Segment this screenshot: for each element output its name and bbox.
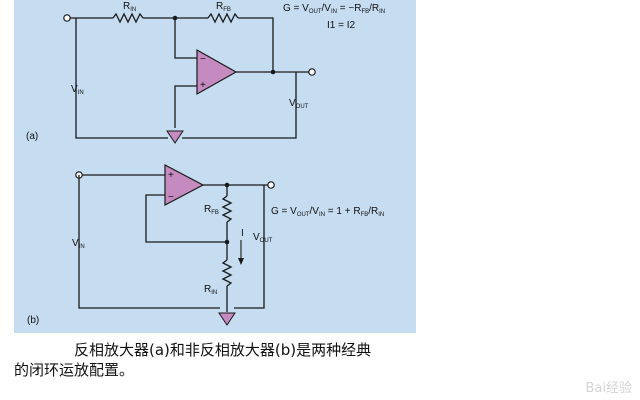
- panel-label-a: (a): [26, 131, 38, 142]
- diagram-panel: [14, 0, 416, 333]
- caption-line-1: 反相放大器(a)和非反相放大器(b)是两种经典: [74, 341, 372, 359]
- label-vout-b: VOUT: [253, 232, 273, 244]
- circuit-a: − + RIN RFB VIN VOUT (a) G = VOUT/VIN = …: [26, 1, 385, 144]
- caption-line-2: 的闭环运放配置。: [14, 361, 135, 379]
- ground-b: [218, 312, 236, 326]
- opamp-b: [164, 164, 205, 206]
- label-rin-b: RIN: [204, 284, 217, 296]
- watermark: Bai经验: [585, 381, 633, 396]
- label-vout-a: VOUT: [289, 98, 309, 110]
- opamp-b-plus: +: [168, 170, 174, 181]
- input-terminal-a: [63, 14, 71, 22]
- ground-a: [166, 130, 184, 144]
- label-rfb-b: RFB: [204, 204, 219, 216]
- label-current-b: I: [241, 228, 244, 239]
- opamp-b-minus: −: [168, 192, 174, 203]
- output-junction-a: [270, 69, 276, 75]
- opamp-a-minus: −: [200, 54, 206, 65]
- output-terminal-a: [308, 68, 316, 76]
- resistor-rin-b: [221, 259, 233, 287]
- resistor-rin-a: [112, 12, 144, 24]
- label-vin-b: VIN: [72, 238, 85, 250]
- opamp-a: [196, 48, 238, 96]
- current-arrow-b: [238, 258, 244, 265]
- label-rfb-a: RFB: [216, 1, 231, 13]
- gain-equation-b: G = VOUT/VIN = 1 + RFB/RIN: [271, 206, 384, 218]
- label-rin-a: RIN: [123, 1, 136, 13]
- output-terminal-b: [267, 181, 275, 189]
- gain-equation-a: G = VOUT/VIN = −RFB/RIN: [283, 3, 385, 15]
- panel-label-b: (b): [27, 315, 39, 326]
- circuit-b: + − RFB RIN I VOUT VIN (b) G = VOUT/VIN …: [27, 164, 384, 326]
- resistor-rfb-b: [221, 195, 233, 223]
- resistor-rfb-a: [207, 12, 239, 24]
- label-vin-a: VIN: [71, 84, 84, 96]
- opamp-a-plus: +: [200, 80, 206, 91]
- current-equation-a: I1 = I2: [327, 20, 356, 31]
